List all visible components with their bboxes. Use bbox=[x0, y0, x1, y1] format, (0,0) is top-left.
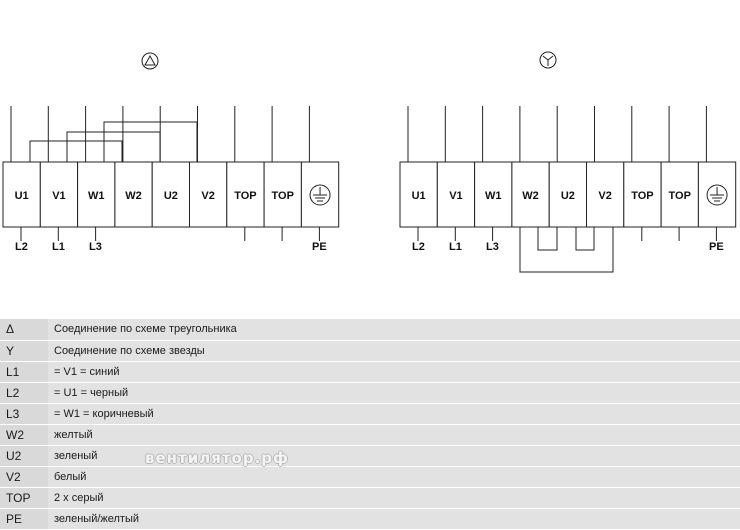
legend-description: зеленый bbox=[48, 445, 740, 467]
ground-icon bbox=[706, 184, 728, 206]
terminal-label: V2 bbox=[598, 190, 611, 202]
terminal-v2: V2 bbox=[586, 106, 625, 228]
terminal-label: TOP bbox=[669, 190, 691, 202]
legend-symbol: L1 bbox=[0, 361, 48, 383]
legend-description: = V1 = синий bbox=[48, 361, 740, 383]
terminal-label: V1 bbox=[449, 190, 462, 202]
legend-description: = W1 = коричневый bbox=[48, 403, 740, 425]
wire-label-l2: L2 bbox=[15, 241, 28, 253]
terminal-top-1: TOP bbox=[623, 106, 662, 241]
delta-jumpers bbox=[29, 121, 198, 162]
legend-description: Соединение по схеме треугольника bbox=[48, 319, 740, 341]
wire-label-pe: PE bbox=[312, 241, 327, 253]
terminal-v1: V1 bbox=[436, 106, 476, 241]
wire-label-l1: L1 bbox=[449, 241, 462, 253]
watermark: вентилятор.рф bbox=[145, 449, 289, 467]
delta-circle-icon bbox=[141, 52, 159, 70]
legend-row: L1= V1 = синий bbox=[0, 361, 740, 383]
ground-icon bbox=[309, 184, 331, 206]
legend-symbol: PE bbox=[0, 508, 48, 530]
star-circle-icon bbox=[539, 51, 557, 69]
terminal-u2: U2 bbox=[151, 106, 190, 228]
terminal-label: V1 bbox=[52, 190, 65, 202]
legend-description: белый bbox=[48, 466, 740, 488]
terminal-label: V2 bbox=[201, 190, 214, 202]
terminal-label: U1 bbox=[15, 190, 29, 202]
delta-terminal-block: U1 V1 W1 W2 U2 V2 TOP TOP bbox=[2, 106, 340, 241]
delta-wire-labels: L2 L1 L3 PE bbox=[15, 241, 327, 253]
legend-symbol: L3 bbox=[0, 403, 48, 425]
legend-symbol: Y bbox=[0, 340, 48, 362]
wire-label-pe: PE bbox=[709, 241, 724, 253]
terminal-w1: W1 bbox=[77, 106, 116, 241]
terminal-label: U2 bbox=[561, 190, 575, 202]
legend-symbol: W2 bbox=[0, 424, 48, 446]
terminal-w2: W2 bbox=[511, 106, 550, 228]
legend-description: зеленый/желтый bbox=[48, 508, 740, 530]
terminal-ground bbox=[697, 106, 737, 241]
terminal-label: U1 bbox=[412, 190, 426, 202]
legend-row: L2= U1 = черный bbox=[0, 382, 740, 404]
wire-label-l1: L1 bbox=[52, 241, 65, 253]
terminal-v2: V2 bbox=[189, 106, 228, 228]
star-jumpers bbox=[519, 227, 614, 273]
legend-symbol: V2 bbox=[0, 466, 48, 488]
wire-label-l2: L2 bbox=[412, 241, 425, 253]
terminal-u1: U1 bbox=[2, 106, 41, 241]
legend-row: L3= W1 = коричневый bbox=[0, 403, 740, 425]
terminal-label: W2 bbox=[522, 190, 539, 202]
star-wire-labels: L2 L1 L3 PE bbox=[412, 241, 724, 253]
terminal-label: W1 bbox=[88, 190, 105, 202]
terminal-top-2: TOP bbox=[660, 106, 699, 241]
terminal-top-2: TOP bbox=[263, 106, 302, 241]
legend-symbol: U2 bbox=[0, 445, 48, 467]
terminal-label: W2 bbox=[125, 190, 142, 202]
terminal-label: U2 bbox=[164, 190, 178, 202]
wire-label-l3: L3 bbox=[89, 241, 102, 253]
terminal-u2: U2 bbox=[548, 106, 588, 228]
legend-description: 2 х серый bbox=[48, 487, 740, 509]
terminal-w2: W2 bbox=[114, 106, 153, 228]
terminal-top-1: TOP bbox=[226, 106, 265, 241]
legend-symbol: TOP bbox=[0, 487, 48, 509]
legend-description: желтый bbox=[48, 424, 740, 446]
terminal-u1: U1 bbox=[399, 106, 438, 241]
terminal-label: W1 bbox=[485, 190, 502, 202]
wiring-diagram: U1 V1 W1 W2 U2 V2 TOP TOP U1 V1 W1 W2 U2 V2 TOP TOP L2… bbox=[2, 51, 737, 273]
terminal-ground bbox=[300, 106, 340, 241]
legend-description: Соединение по схеме звезды bbox=[48, 340, 740, 362]
star-terminal-block: U1 V1 W1 W2 U2 V2 TOP TOP bbox=[399, 106, 737, 241]
legend-symbol: L2 bbox=[0, 382, 48, 404]
legend-symbol: Δ bbox=[0, 319, 48, 341]
terminal-w1: W1 bbox=[474, 106, 513, 241]
legend-description: = U1 = черный bbox=[48, 382, 740, 404]
terminal-label: TOP bbox=[272, 190, 294, 202]
terminal-label: TOP bbox=[631, 190, 653, 202]
terminal-v1: V1 bbox=[39, 106, 79, 241]
wire-label-l3: L3 bbox=[486, 241, 499, 253]
terminal-label: TOP bbox=[234, 190, 256, 202]
